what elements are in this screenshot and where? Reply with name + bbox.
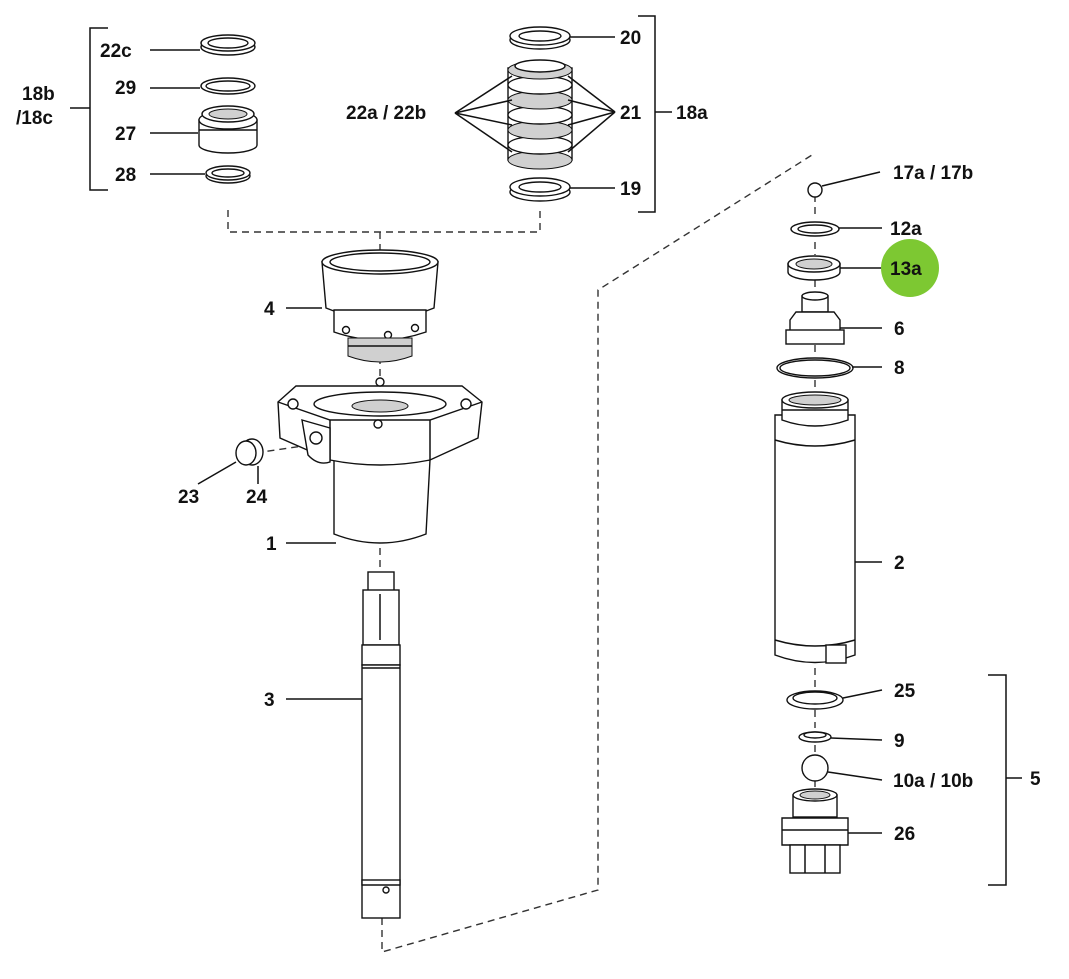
- label-25: 25: [894, 681, 916, 702]
- part-28: [205, 165, 251, 184]
- label-13a: 13a: [890, 259, 922, 280]
- label-22c: 22c: [100, 41, 132, 62]
- part-10ab-ball: [801, 754, 883, 782]
- label-22a-22b: 22a / 22b: [346, 103, 426, 124]
- bracket-5: [988, 674, 1022, 886]
- label-10a-10b: 10a / 10b: [893, 771, 973, 792]
- part-8-oring: [776, 357, 882, 379]
- label-1: 1: [266, 534, 277, 555]
- label-27: 27: [115, 124, 136, 145]
- part-22c: [200, 34, 256, 56]
- part-21-stack: [507, 59, 573, 170]
- seal-stack-18a: [454, 15, 672, 213]
- part-29: [200, 77, 256, 95]
- label-28: 28: [115, 165, 136, 186]
- seal-kit-18b-18c: [70, 27, 258, 191]
- part-19: [509, 177, 571, 202]
- part-26-valve-seat: [781, 788, 882, 874]
- part-23-24-plug: [197, 438, 264, 485]
- label-24: 24: [246, 487, 268, 508]
- part-3-shaft: [286, 571, 401, 919]
- part-9-spring: [798, 731, 883, 743]
- label-3: 3: [264, 690, 275, 711]
- label-18c: /18c: [16, 108, 53, 129]
- assembly-guide-lines: [227, 154, 816, 953]
- highlight-circle-13a: [881, 239, 939, 297]
- label-9: 9: [894, 731, 905, 752]
- label-6: 6: [894, 319, 905, 340]
- label-12a: 12a: [890, 219, 922, 240]
- label-8: 8: [894, 358, 905, 379]
- part-labels: 22c 29 27 28 18b /18c 20 22a / 22b 21 18…: [16, 28, 1041, 845]
- label-4: 4: [264, 299, 275, 320]
- label-29: 29: [115, 78, 136, 99]
- label-5: 5: [1030, 769, 1041, 790]
- label-26: 26: [894, 824, 915, 845]
- label-23: 23: [178, 487, 199, 508]
- part-4-housing: [286, 249, 439, 363]
- part-6: [785, 291, 882, 345]
- label-21: 21: [620, 103, 642, 124]
- label-18a: 18a: [676, 103, 708, 124]
- label-17a-17b: 17a / 17b: [893, 163, 973, 184]
- leader-22ab-fan: [454, 75, 513, 153]
- part-1-pump-body: [277, 377, 483, 544]
- part-25-oring: [786, 689, 883, 710]
- part-12a: [790, 221, 882, 237]
- label-19: 19: [620, 179, 641, 200]
- label-20: 20: [620, 28, 641, 49]
- part-17ab-ball: [807, 171, 881, 198]
- label-2: 2: [894, 553, 905, 574]
- label-18b: 18b: [22, 84, 55, 105]
- part-27: [198, 105, 258, 154]
- part-2-cylinder: [774, 391, 882, 664]
- part-13a: [787, 255, 882, 281]
- leader-21-fan: [567, 75, 616, 153]
- part-20: [509, 26, 571, 50]
